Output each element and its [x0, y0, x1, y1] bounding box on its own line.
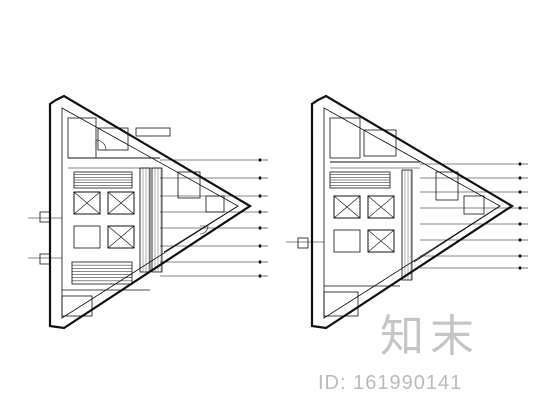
office-room: [67, 117, 97, 159]
watermark-id: ID: 161990141: [318, 372, 463, 394]
column-marker: [39, 211, 51, 223]
leader-dot: [258, 244, 262, 248]
shaft: [139, 167, 151, 273]
service-room: [435, 171, 459, 201]
door-swing: [95, 139, 107, 151]
office-room: [363, 129, 397, 157]
outer-wall: [310, 94, 515, 330]
leader-dot: [258, 158, 262, 162]
leader-dot: [518, 222, 522, 226]
partition: [413, 205, 501, 263]
column-marker: [297, 237, 309, 249]
section-mark: [135, 127, 171, 137]
door-swing: [199, 225, 209, 235]
column-marker: [39, 253, 51, 265]
leader-dot: [258, 260, 262, 264]
leader-dot: [518, 254, 522, 258]
elevator-shaft: [107, 191, 135, 215]
leader-dot: [518, 190, 522, 194]
leader-dot: [258, 274, 262, 278]
office-room: [329, 117, 361, 159]
leader-dot: [518, 176, 522, 180]
service-room: [463, 195, 485, 215]
outer-wall: [48, 94, 253, 330]
service-room: [205, 195, 225, 213]
office-room: [97, 127, 129, 151]
south-room: [61, 295, 93, 317]
shaft: [151, 167, 163, 273]
elevator-cross: [367, 229, 395, 253]
elevator-cross: [333, 195, 361, 219]
elevator-shaft: [107, 225, 135, 249]
leader-dot: [518, 206, 522, 210]
floor-plan-right: [286, 94, 528, 330]
elevator-shaft: [73, 191, 101, 215]
core-room: [73, 225, 101, 249]
elevator-shaft: [367, 229, 395, 253]
leader-dot: [258, 194, 262, 198]
leader-dot: [258, 176, 262, 180]
elevator-cross: [73, 191, 101, 215]
elevator-cross: [367, 195, 395, 219]
watermark-logo: 知末: [380, 311, 480, 362]
service-room: [177, 171, 201, 199]
core-room: [333, 229, 361, 253]
shaft: [401, 169, 413, 281]
elevator-cross: [107, 225, 135, 249]
leader-dot: [518, 266, 522, 270]
elevator-shaft: [333, 195, 361, 219]
partition: [163, 205, 239, 253]
leader-dot: [258, 210, 262, 214]
leader-dot: [518, 162, 522, 166]
floor-plan-left: [28, 94, 268, 330]
leader-dot: [258, 226, 262, 230]
leader-dot: [518, 238, 522, 242]
elevator-shaft: [367, 195, 395, 219]
elevator-cross: [107, 191, 135, 215]
south-room: [323, 291, 359, 317]
stair: [71, 261, 133, 285]
